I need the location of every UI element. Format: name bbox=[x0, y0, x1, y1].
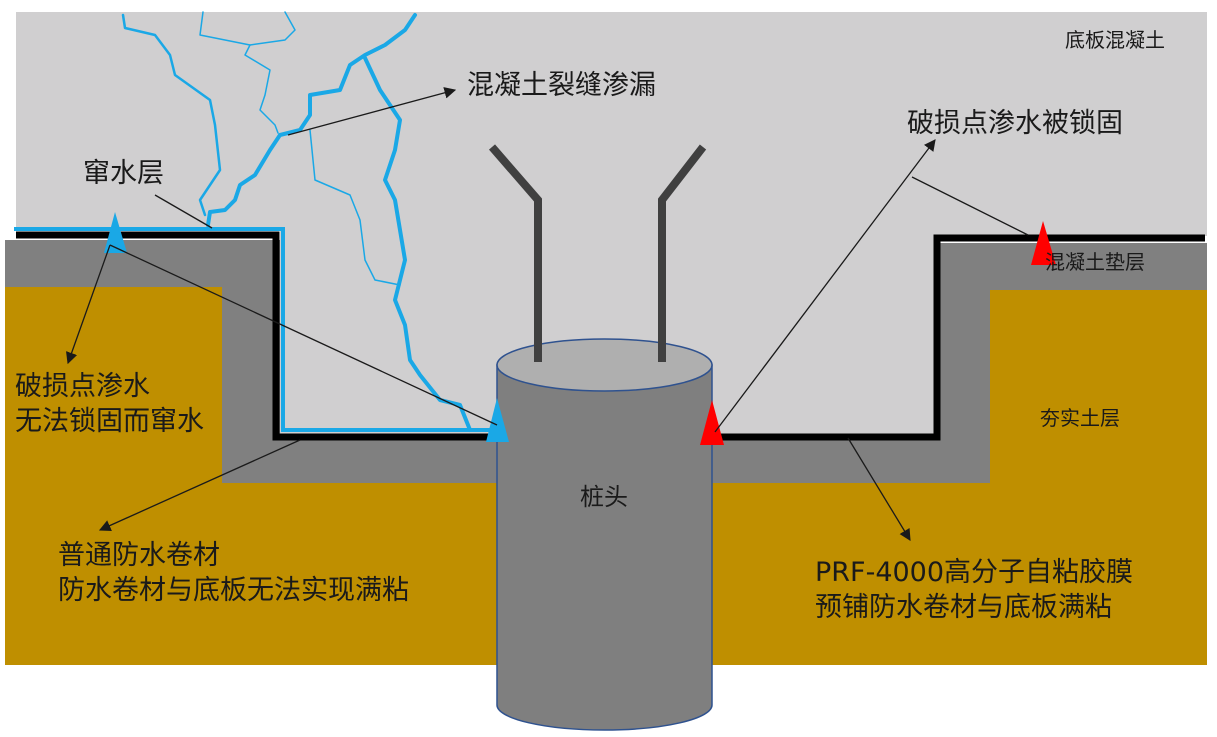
pile-head bbox=[496, 338, 713, 731]
concrete-cushion-layer bbox=[5, 240, 1207, 483]
damage-point-marker-right-pile bbox=[700, 400, 724, 445]
crack-branch bbox=[309, 129, 401, 286]
leader-damage-left-pile bbox=[109, 244, 498, 426]
concrete-cracks bbox=[121, 11, 472, 432]
label-compacted-soil: 夯实土层 bbox=[1040, 406, 1120, 430]
label-ordinary-membrane: 普通防水卷材 防水卷材与底板无法实现满粘 bbox=[58, 540, 409, 607]
label-crack-leak: 混凝土裂缝渗漏 bbox=[467, 70, 656, 101]
crack-right bbox=[363, 56, 472, 432]
leader-prf-membrane bbox=[847, 437, 911, 541]
ordinary-membrane-line bbox=[16, 231, 497, 441]
label-cushion: 混凝土垫层 bbox=[1045, 250, 1145, 274]
label-channeling-layer: 窜水层 bbox=[83, 158, 164, 189]
damage-point-marker-left-top bbox=[104, 212, 127, 253]
pile-top bbox=[496, 338, 713, 392]
label-pile-head: 桩头 bbox=[580, 483, 628, 511]
damage-point-marker-left-pile bbox=[486, 398, 509, 442]
leader-damage-left bbox=[66, 244, 111, 365]
crack-mid bbox=[199, 11, 279, 134]
leader-ordinary-membrane bbox=[98, 439, 301, 532]
slab-concrete-region bbox=[16, 12, 1207, 434]
pile-rebars bbox=[488, 144, 707, 362]
leader-locked-top bbox=[911, 176, 1029, 236]
damage-point-marker-right-top bbox=[1031, 221, 1056, 265]
crack-top-right-thin bbox=[249, 11, 296, 46]
label-damage-left: 破损点渗水 无法锁固而窜水 bbox=[15, 371, 204, 437]
channeling-water-layer bbox=[14, 227, 497, 432]
leader-locked bbox=[714, 139, 936, 433]
label-prf-membrane: PRF-4000高分子自粘胶膜 预铺防水卷材与底板满粘 bbox=[815, 557, 1134, 624]
rebar-right bbox=[658, 144, 707, 362]
rebar-left bbox=[488, 144, 542, 362]
leader-channeling-layer bbox=[154, 194, 213, 229]
leader-crack bbox=[287, 87, 457, 136]
label-locked: 破损点渗水被锁固 bbox=[907, 108, 1123, 139]
crack-left bbox=[121, 13, 222, 217]
leader-lines bbox=[66, 87, 1029, 541]
pile-body bbox=[496, 364, 713, 731]
label-slab-concrete: 底板混凝土 bbox=[1065, 28, 1165, 52]
crack-main bbox=[206, 13, 417, 227]
prf-membrane-line bbox=[712, 234, 1205, 441]
